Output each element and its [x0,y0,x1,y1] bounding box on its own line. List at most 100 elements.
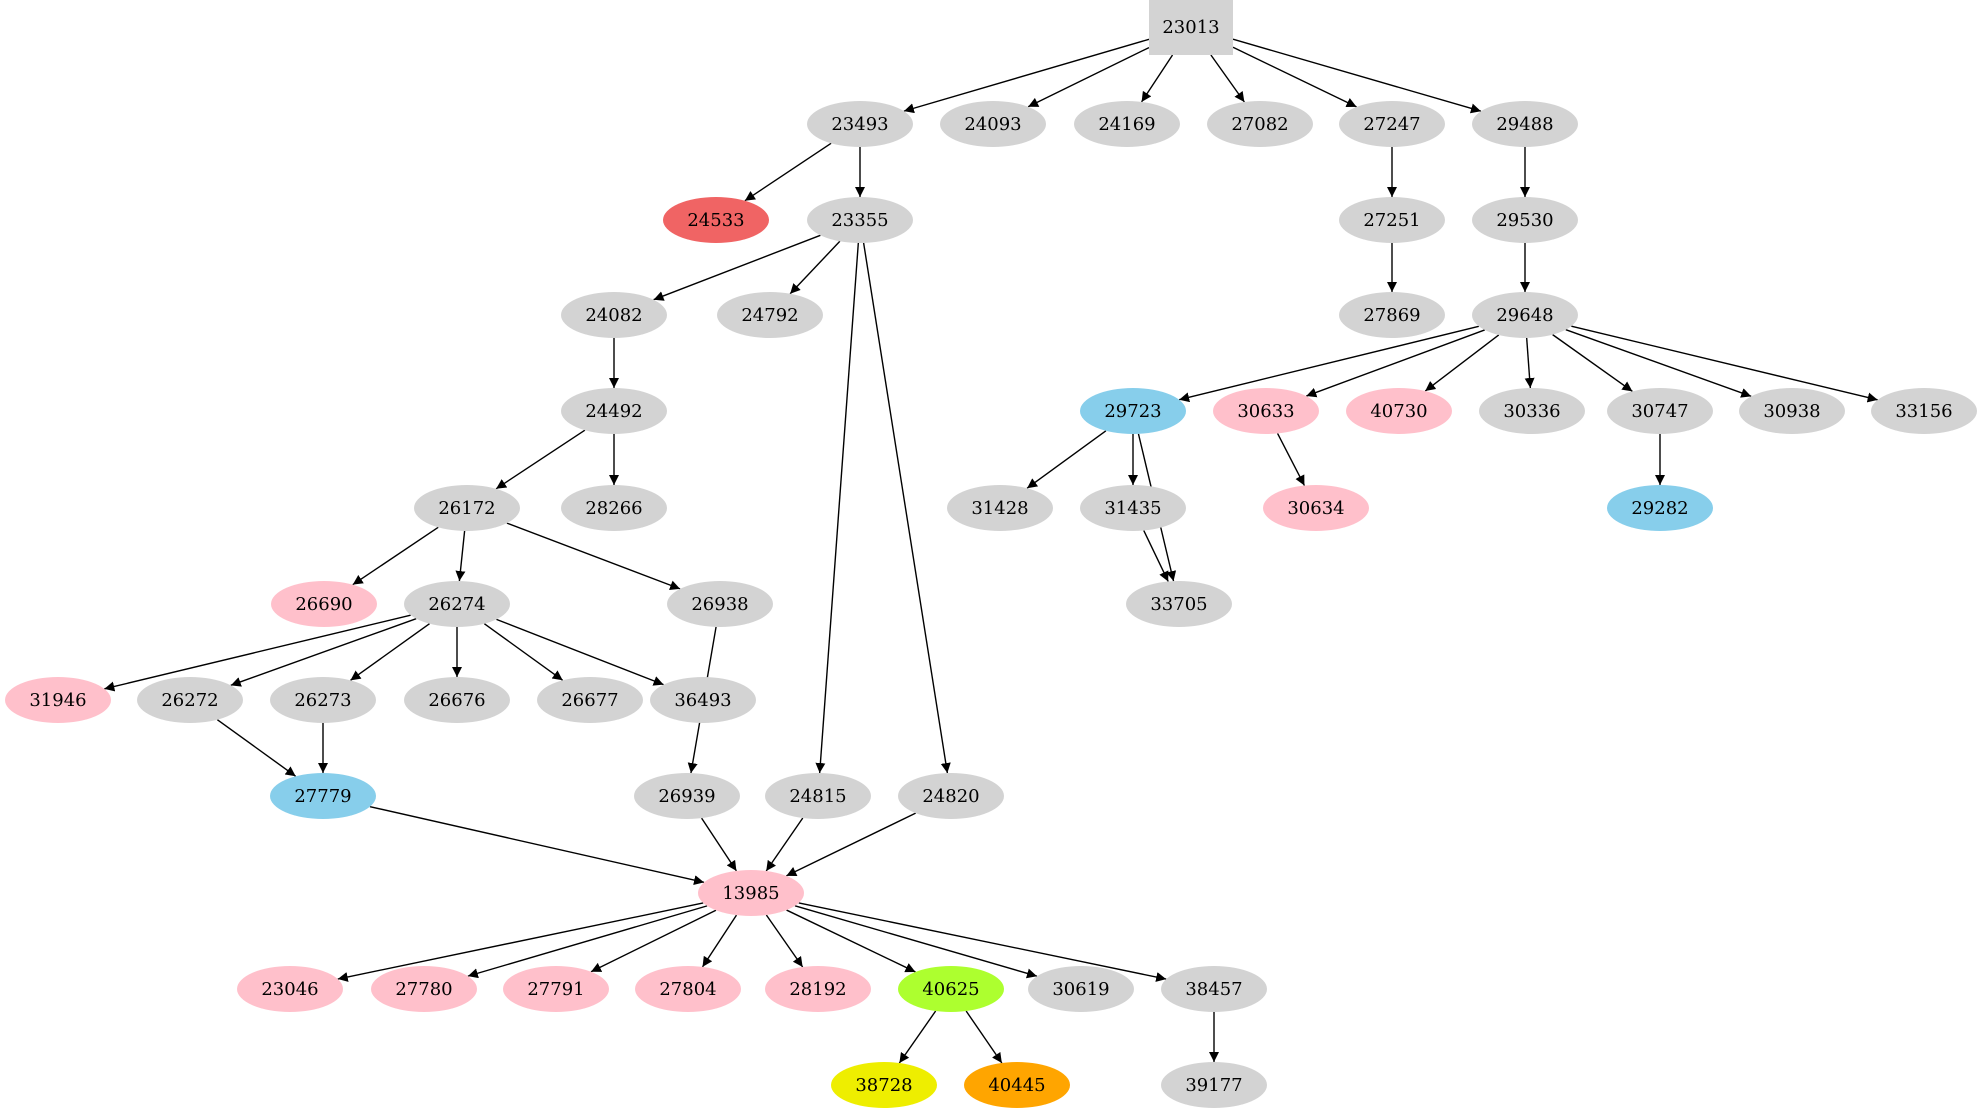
node-23013[interactable]: 23013 [1149,0,1233,55]
node-label: 29530 [1496,210,1553,231]
node-28266[interactable]: 28266 [561,485,667,531]
node-label: 30619 [1052,979,1109,1000]
node-label: 30634 [1287,498,1344,519]
node-29282[interactable]: 29282 [1607,485,1713,531]
node-27247[interactable]: 27247 [1339,101,1445,147]
node-label: 30938 [1763,401,1820,422]
node-label: 38457 [1185,979,1242,1000]
node-29648[interactable]: 29648 [1472,292,1578,338]
node-ellipse [898,773,1004,819]
node-26939[interactable]: 26939 [634,773,740,819]
node-31435[interactable]: 31435 [1080,485,1186,531]
node-26676[interactable]: 26676 [404,677,510,723]
node-ellipse [717,292,823,338]
node-30633[interactable]: 30633 [1213,388,1319,434]
edge-23355-24820 [862,242,951,774]
node-39177[interactable]: 39177 [1161,1062,1267,1108]
node-38728[interactable]: 38728 [831,1062,937,1108]
node-29530[interactable]: 29530 [1472,197,1578,243]
node-label: 27247 [1363,114,1420,135]
node-ellipse [1472,292,1578,338]
node-box [1149,0,1233,55]
node-ellipse [1472,197,1578,243]
node-31428[interactable]: 31428 [947,485,1053,531]
node-38457[interactable]: 38457 [1161,966,1267,1012]
node-26274[interactable]: 26274 [404,581,510,627]
node-ellipse [270,677,376,723]
node-label: 39177 [1185,1075,1242,1096]
edge-31435-33705 [1143,530,1169,582]
node-ellipse [940,101,1046,147]
node-24815[interactable]: 24815 [765,773,871,819]
edge-13985-28192 [765,914,804,968]
node-24533[interactable]: 24533 [663,197,769,243]
node-label: 23013 [1162,17,1219,38]
node-28192[interactable]: 28192 [765,966,871,1012]
node-ellipse [1472,101,1578,147]
node-ellipse [5,677,111,723]
node-27869[interactable]: 27869 [1339,292,1445,338]
node-27251[interactable]: 27251 [1339,197,1445,243]
node-30747[interactable]: 30747 [1607,388,1713,434]
node-ellipse [503,966,609,1012]
node-ellipse [561,388,667,434]
node-label: 27791 [527,979,584,1000]
node-23355[interactable]: 23355 [807,197,913,243]
node-26677[interactable]: 26677 [537,677,643,723]
node-26273[interactable]: 26273 [270,677,376,723]
node-ellipse [1161,966,1267,1012]
node-23493[interactable]: 23493 [807,101,913,147]
node-ellipse [371,966,477,1012]
node-24792[interactable]: 24792 [717,292,823,338]
node-label: 28266 [585,498,642,519]
node-24093[interactable]: 24093 [940,101,1046,147]
node-label: 27780 [395,979,452,1000]
node-27791[interactable]: 27791 [503,966,609,1012]
node-ellipse [1213,388,1319,434]
node-24082[interactable]: 24082 [561,292,667,338]
edge-23355-24082 [653,234,821,301]
node-27780[interactable]: 27780 [371,966,477,1012]
node-33156[interactable]: 33156 [1871,388,1977,434]
edge-23013-27082 [1210,54,1245,103]
node-30619[interactable]: 30619 [1028,966,1134,1012]
node-36493[interactable]: 36493 [650,677,756,723]
node-30634[interactable]: 30634 [1263,485,1369,531]
node-30938[interactable]: 30938 [1739,388,1845,434]
node-ellipse [561,485,667,531]
node-ellipse [414,485,520,531]
node-label: 24533 [687,210,744,231]
node-label: 26939 [658,786,715,807]
node-label: 26274 [428,594,485,615]
node-label: 26273 [294,690,351,711]
node-23046[interactable]: 23046 [237,966,343,1012]
node-label: 31428 [971,498,1028,519]
node-27804[interactable]: 27804 [635,966,741,1012]
node-30336[interactable]: 30336 [1479,388,1585,434]
node-24492[interactable]: 24492 [561,388,667,434]
node-33705[interactable]: 33705 [1126,581,1232,627]
node-27082[interactable]: 27082 [1207,101,1313,147]
node-26938[interactable]: 26938 [667,581,773,627]
node-13985[interactable]: 13985 [698,870,804,916]
node-31946[interactable]: 31946 [5,677,111,723]
node-24820[interactable]: 24820 [898,773,1004,819]
node-29488[interactable]: 29488 [1472,101,1578,147]
node-29723[interactable]: 29723 [1080,388,1186,434]
node-ellipse [1207,101,1313,147]
node-label: 23046 [261,979,318,1000]
node-ellipse [1479,388,1585,434]
node-ellipse [1739,388,1845,434]
node-40730[interactable]: 40730 [1346,388,1452,434]
node-27779[interactable]: 27779 [270,773,376,819]
node-40445[interactable]: 40445 [964,1062,1070,1108]
node-40625[interactable]: 40625 [898,966,1004,1012]
node-label: 30336 [1503,401,1560,422]
node-24169[interactable]: 24169 [1074,101,1180,147]
node-26690[interactable]: 26690 [271,581,377,627]
node-26272[interactable]: 26272 [137,677,243,723]
node-label: 23493 [831,114,888,135]
edge-13985-38457 [798,902,1167,982]
node-ellipse [634,773,740,819]
node-26172[interactable]: 26172 [414,485,520,531]
